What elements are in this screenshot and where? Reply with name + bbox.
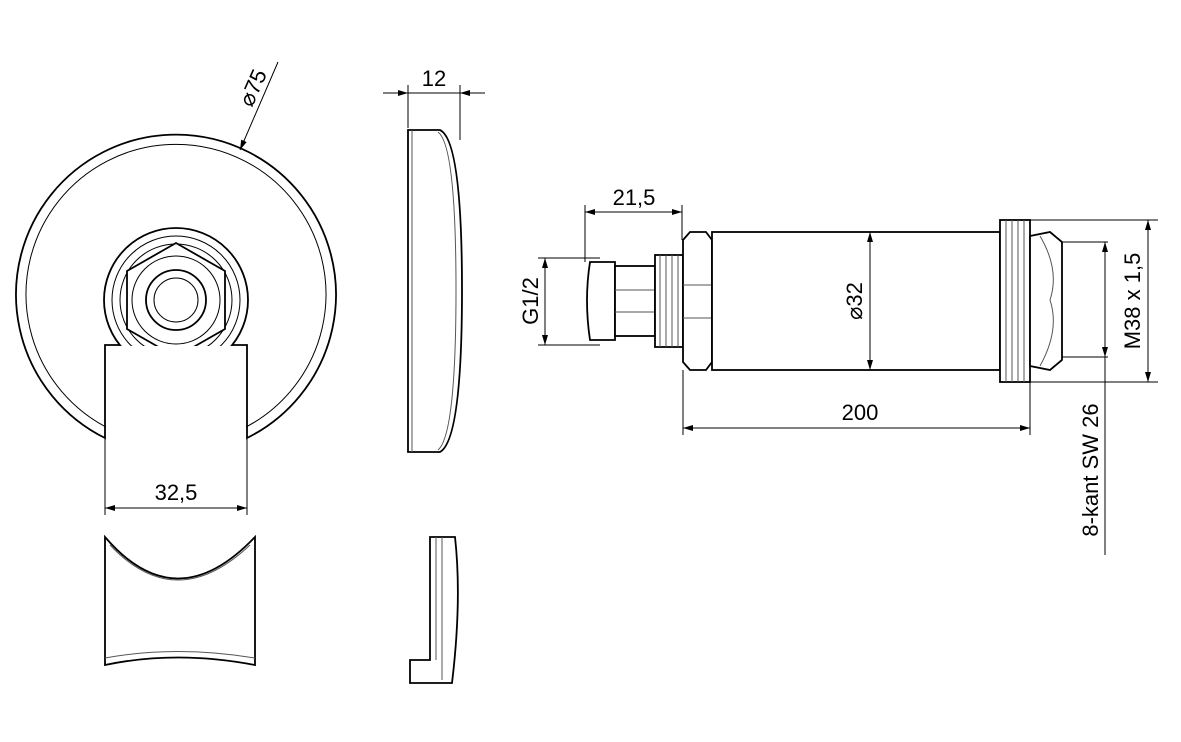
sensor-side-view <box>586 219 1108 383</box>
flange-side-view: 12 <box>383 66 485 453</box>
clip-side-view <box>409 536 459 684</box>
wrench-size-label: 8-kant SW 26 <box>1078 403 1103 536</box>
process-thread-label: G1/2 <box>518 277 543 325</box>
clip-width-label: 32,5 <box>155 480 198 505</box>
plate-thickness-label: 12 <box>422 66 446 91</box>
outer-diameter-label: ⌀75 <box>234 65 272 110</box>
sensor-dimensions: 21,5 G1/2 ⌀32 200 M38 x 1,5 8-kant SW 26 <box>518 185 1158 555</box>
thread-length-label: 21,5 <box>613 185 656 210</box>
cap-thread-label: M38 x 1,5 <box>1120 253 1145 350</box>
overall-length-label: 200 <box>842 400 879 425</box>
flange-front-view: 32,5 ⌀75 <box>15 61 337 515</box>
clip-front-view <box>104 534 256 667</box>
body-diameter-label: ⌀32 <box>842 282 867 320</box>
